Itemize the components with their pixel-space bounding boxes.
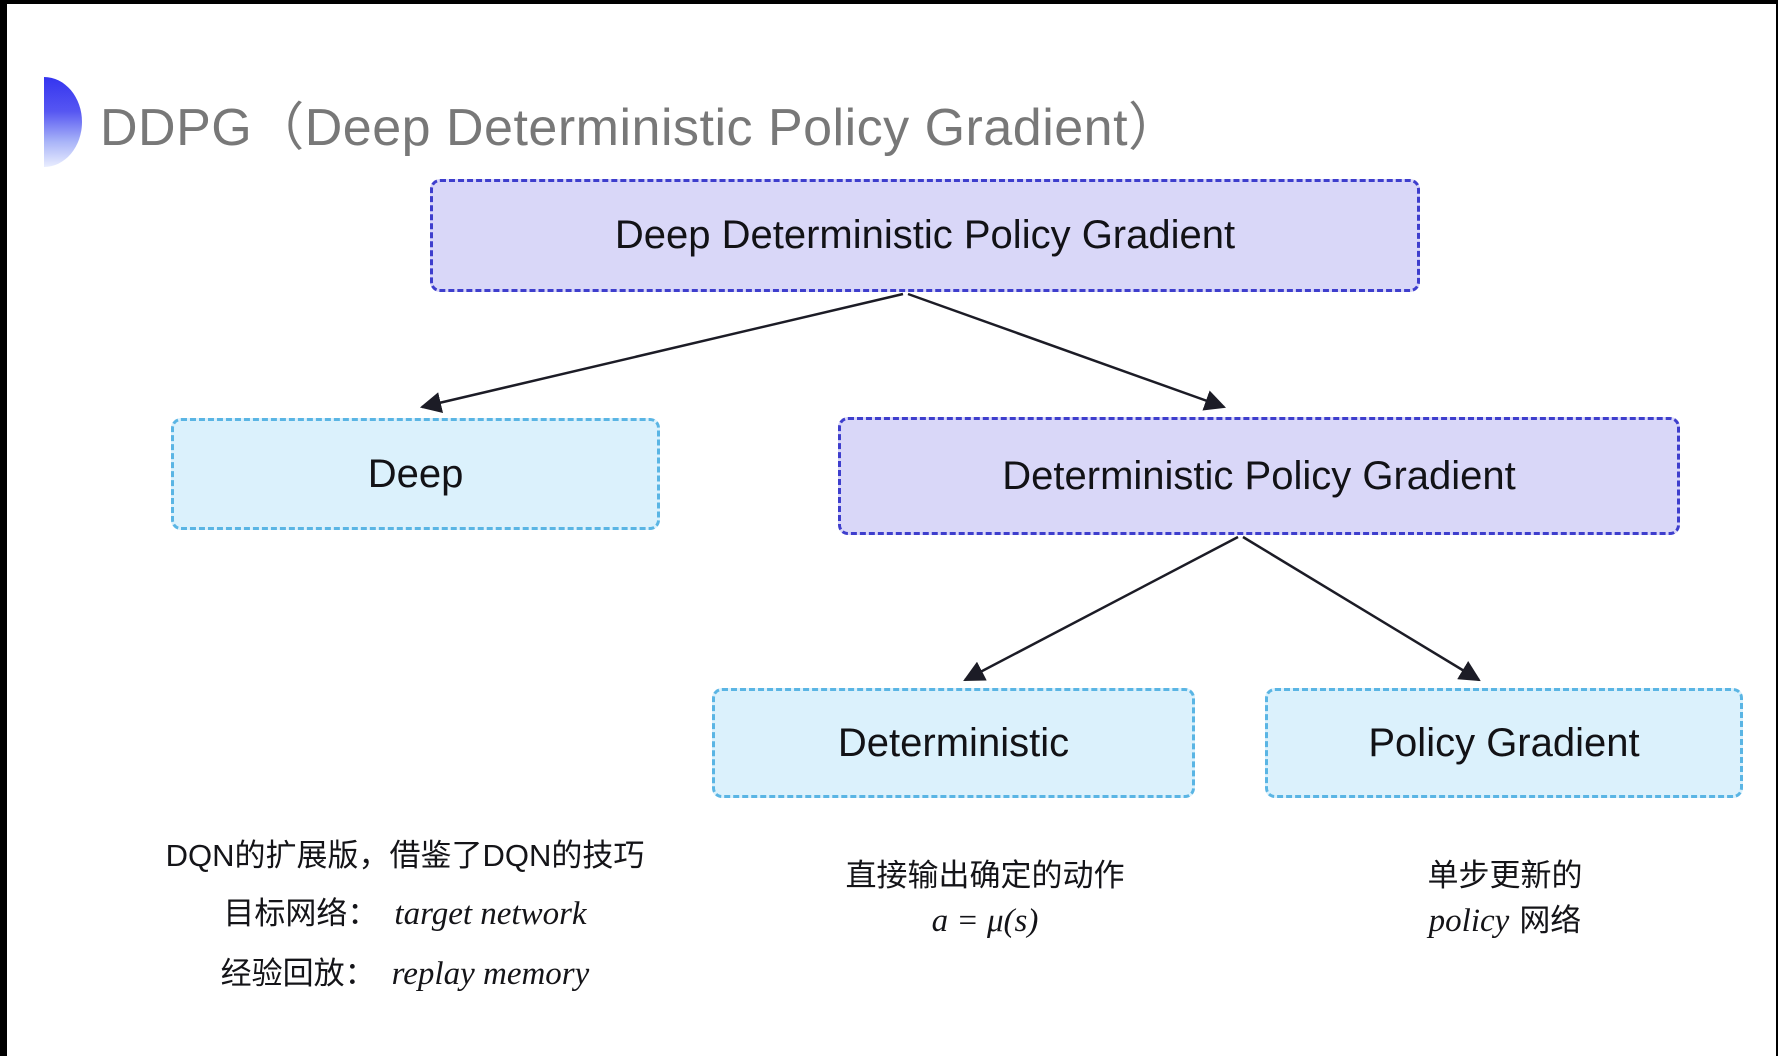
node-dpg-label: Deterministic Policy Gradient <box>1002 453 1516 498</box>
annotation-deep-line2: 目标网络： target network <box>115 896 695 934</box>
title-bullet-icon <box>44 77 82 167</box>
page-title: DDPG（Deep Deterministic Policy Gradient） <box>100 98 1181 157</box>
node-root: Deep Deterministic Policy Gradient <box>430 179 1420 292</box>
node-deterministic-label: Deterministic <box>837 720 1070 765</box>
annotation-math-text: policy <box>1428 902 1510 939</box>
annotation-deep: DQN的扩展版，借鉴了DQN的技巧 目标网络： target network 经验… <box>115 838 695 1016</box>
annotation-pg-line1: 单步更新的 <box>1220 858 1778 894</box>
title-row: DDPG（Deep Deterministic Policy Gradient） <box>44 76 1181 168</box>
annotation-math-text: replay memory <box>391 955 590 992</box>
annotation-text: 单步更新的 <box>1427 858 1583 893</box>
node-policy-gradient: Policy Gradient <box>1265 688 1743 798</box>
annotation-det-line1: 直接输出确定的动作 <box>700 858 1270 894</box>
edge-dpg-deterministic <box>963 535 1239 682</box>
frame-border-top <box>0 0 1778 4</box>
node-root-label: Deep Deterministic Policy Gradient <box>614 213 1236 257</box>
annotation-det-formula: a = μ(s) <box>700 903 1270 941</box>
node-deep-label: Deep <box>367 451 464 496</box>
node-deterministic: Deterministic <box>712 688 1195 798</box>
annotation-text: DQN的扩展版，借鉴了DQN的技巧 <box>165 838 645 873</box>
edge-root-dpg <box>907 292 1227 411</box>
edge-root-deep <box>419 292 904 413</box>
annotation-text: 直接输出确定的动作 <box>845 858 1125 893</box>
annotation-deep-line1: DQN的扩展版，借鉴了DQN的技巧 <box>115 838 695 874</box>
node-deep: Deep <box>171 418 660 530</box>
node-policy-gradient-label: Policy Gradient <box>1368 720 1640 765</box>
edge-dpg-policy-gradient <box>1242 535 1481 682</box>
formula-text: a = μ(s) <box>931 902 1039 939</box>
annotation-text: 网络 <box>1519 902 1582 938</box>
annotation-deep-line3: 经验回放： replay memory <box>115 956 695 994</box>
annotation-text: 目标网络： <box>223 895 379 931</box>
node-deterministic-policy-gradient: Deterministic Policy Gradient <box>838 417 1680 535</box>
annotation-deterministic: 直接输出确定的动作 a = μ(s) <box>700 858 1270 950</box>
frame-border-left <box>0 0 7 1056</box>
annotation-math-text: target network <box>394 895 587 932</box>
annotation-text: 经验回放： <box>220 955 376 991</box>
frame-border-right <box>1776 0 1778 1056</box>
